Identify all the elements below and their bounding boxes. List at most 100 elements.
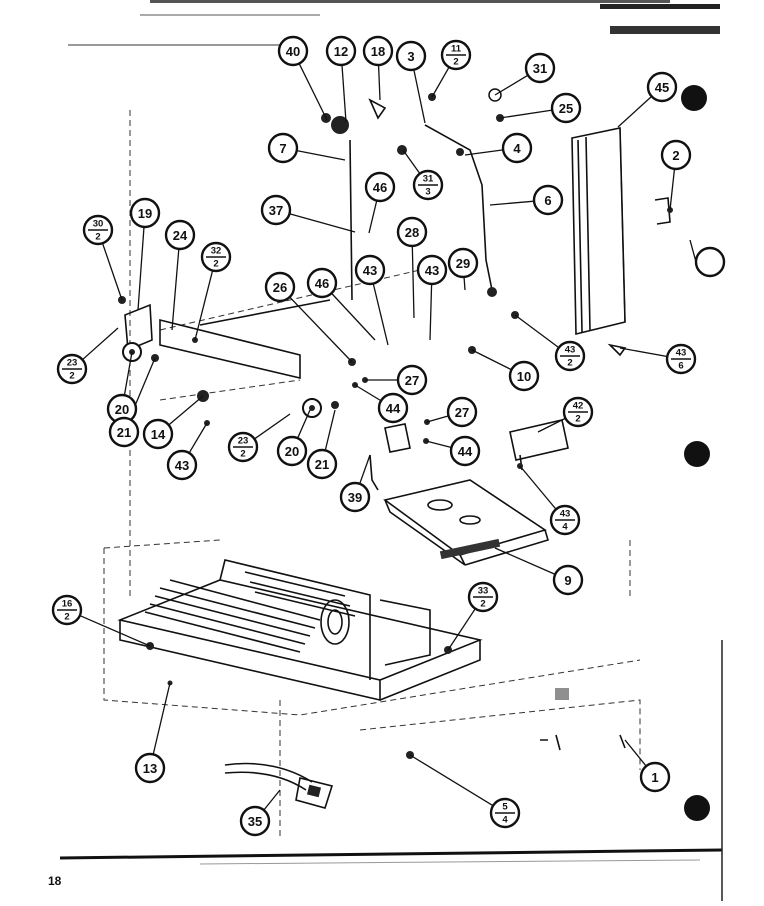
callout-7: 7	[267, 132, 299, 164]
drain-pan-part	[383, 479, 549, 566]
leader-line-c4	[464, 149, 504, 156]
leader-line-c21b	[324, 409, 336, 451]
leader-line-f30-2	[101, 243, 123, 301]
leader-line-f23-2a	[82, 327, 119, 361]
callout-37: 37	[260, 194, 292, 226]
callout-label: 45	[655, 80, 669, 95]
leader-line-c27b	[426, 415, 449, 423]
fraction-numerator: 30	[93, 219, 104, 230]
callout-4: 4	[501, 132, 533, 164]
callout-label: 10	[517, 369, 531, 384]
leader-line-c46b	[331, 292, 376, 341]
fraction-callout-43-6: 436	[665, 343, 697, 375]
callout-13: 13	[134, 752, 166, 784]
leader-line-f43-4	[519, 465, 557, 510]
power-cord-part	[224, 762, 334, 809]
leader-line-c26	[289, 296, 353, 363]
binder-hole-h3	[684, 795, 710, 821]
leader-line-f33-2	[447, 608, 476, 651]
fraction-denominator: 2	[213, 259, 218, 270]
condenser-assembly-part	[117, 559, 483, 702]
fraction-denominator: 4	[502, 815, 508, 826]
leader-line-c1	[624, 739, 647, 767]
fraction-numerator: 23	[67, 358, 78, 369]
callout-label: 25	[559, 101, 573, 116]
callout-43: 43	[166, 449, 198, 481]
fraction-denominator: 2	[240, 449, 245, 460]
leader-line-c24	[171, 248, 180, 331]
leader-line-f11-2	[431, 66, 450, 98]
fraction-numerator: 5	[502, 802, 508, 813]
fraction-denominator: 6	[678, 361, 683, 372]
callout-label: 46	[315, 276, 329, 291]
leader-line-c20b	[297, 409, 311, 439]
fraction-numerator: 43	[565, 345, 576, 356]
leader-line-c19	[137, 226, 145, 311]
callout-label: 20	[115, 402, 129, 417]
fraction-callout-31-3: 313	[412, 169, 444, 201]
leader-line-f16-2	[79, 614, 151, 647]
leader-line-c43a	[372, 283, 389, 346]
leader-line-f5-4	[409, 754, 494, 807]
callout-14: 14	[142, 418, 174, 450]
callout-label: 4	[513, 141, 521, 156]
leader-line-f32-2	[194, 270, 214, 341]
callout-label: 6	[544, 193, 551, 208]
leader-line-c45	[617, 95, 653, 128]
fraction-numerator: 42	[573, 401, 584, 412]
misc-small-parts	[406, 197, 673, 759]
callout-label: 12	[334, 44, 348, 59]
callout-label: 7	[279, 141, 286, 156]
fraction-callout-30-2: 302	[82, 214, 114, 246]
callout-29: 29	[447, 247, 479, 279]
fraction-numerator: 16	[62, 599, 73, 610]
binder-holes	[681, 85, 710, 821]
leader-line-c14	[168, 395, 204, 426]
callout-35: 35	[239, 805, 271, 837]
fraction-callout-5-4: 54	[489, 797, 521, 829]
callout-2: 2	[660, 139, 692, 171]
leader-line-c37	[289, 213, 356, 233]
callout-label: 14	[151, 427, 166, 442]
fraction-callout-16-2: 162	[51, 594, 83, 626]
leader-line-c6	[489, 200, 535, 206]
leader-line-c29	[463, 276, 466, 291]
leader-line-c12	[341, 64, 347, 123]
fraction-denominator: 2	[69, 371, 74, 382]
fraction-numerator: 11	[451, 44, 462, 55]
callout-label: 40	[286, 44, 300, 59]
fraction-numerator: 23	[238, 436, 249, 447]
callout-label: 29	[456, 256, 470, 271]
fraction-denominator: 3	[425, 187, 430, 198]
callout-label: 21	[315, 457, 329, 472]
callout-20: 20	[106, 393, 138, 425]
bottom-rule	[59, 640, 723, 901]
callout-label: 44	[458, 444, 473, 459]
callout-24: 24	[164, 219, 196, 251]
leader-line-c3	[413, 69, 426, 124]
callout-9: 9	[552, 564, 584, 596]
fraction-callout-23-2: 232	[227, 431, 259, 463]
fraction-numerator: 43	[560, 509, 571, 520]
callout-label: 20	[285, 444, 299, 459]
bracket-part	[509, 419, 569, 471]
fraction-denominator: 2	[480, 599, 485, 610]
callout-21: 21	[108, 416, 140, 448]
callout-21: 21	[306, 448, 338, 480]
callout-label: 26	[273, 280, 287, 295]
callout-label: 46	[373, 180, 387, 195]
fraction-callout-43-2: 432	[554, 340, 586, 372]
callout-label: 24	[173, 228, 188, 243]
leader-line-c25	[499, 109, 553, 119]
fraction-denominator: 2	[453, 57, 458, 68]
callout-45: 45	[646, 71, 678, 103]
leader-line-c39	[359, 454, 371, 485]
leader-line-f42-2	[537, 417, 566, 433]
leader-line-c9	[494, 547, 556, 575]
leader-line-c43b	[429, 283, 433, 341]
callout-12: 12	[325, 35, 357, 67]
callout-label: 28	[405, 225, 419, 240]
callout-25: 25	[550, 92, 582, 124]
